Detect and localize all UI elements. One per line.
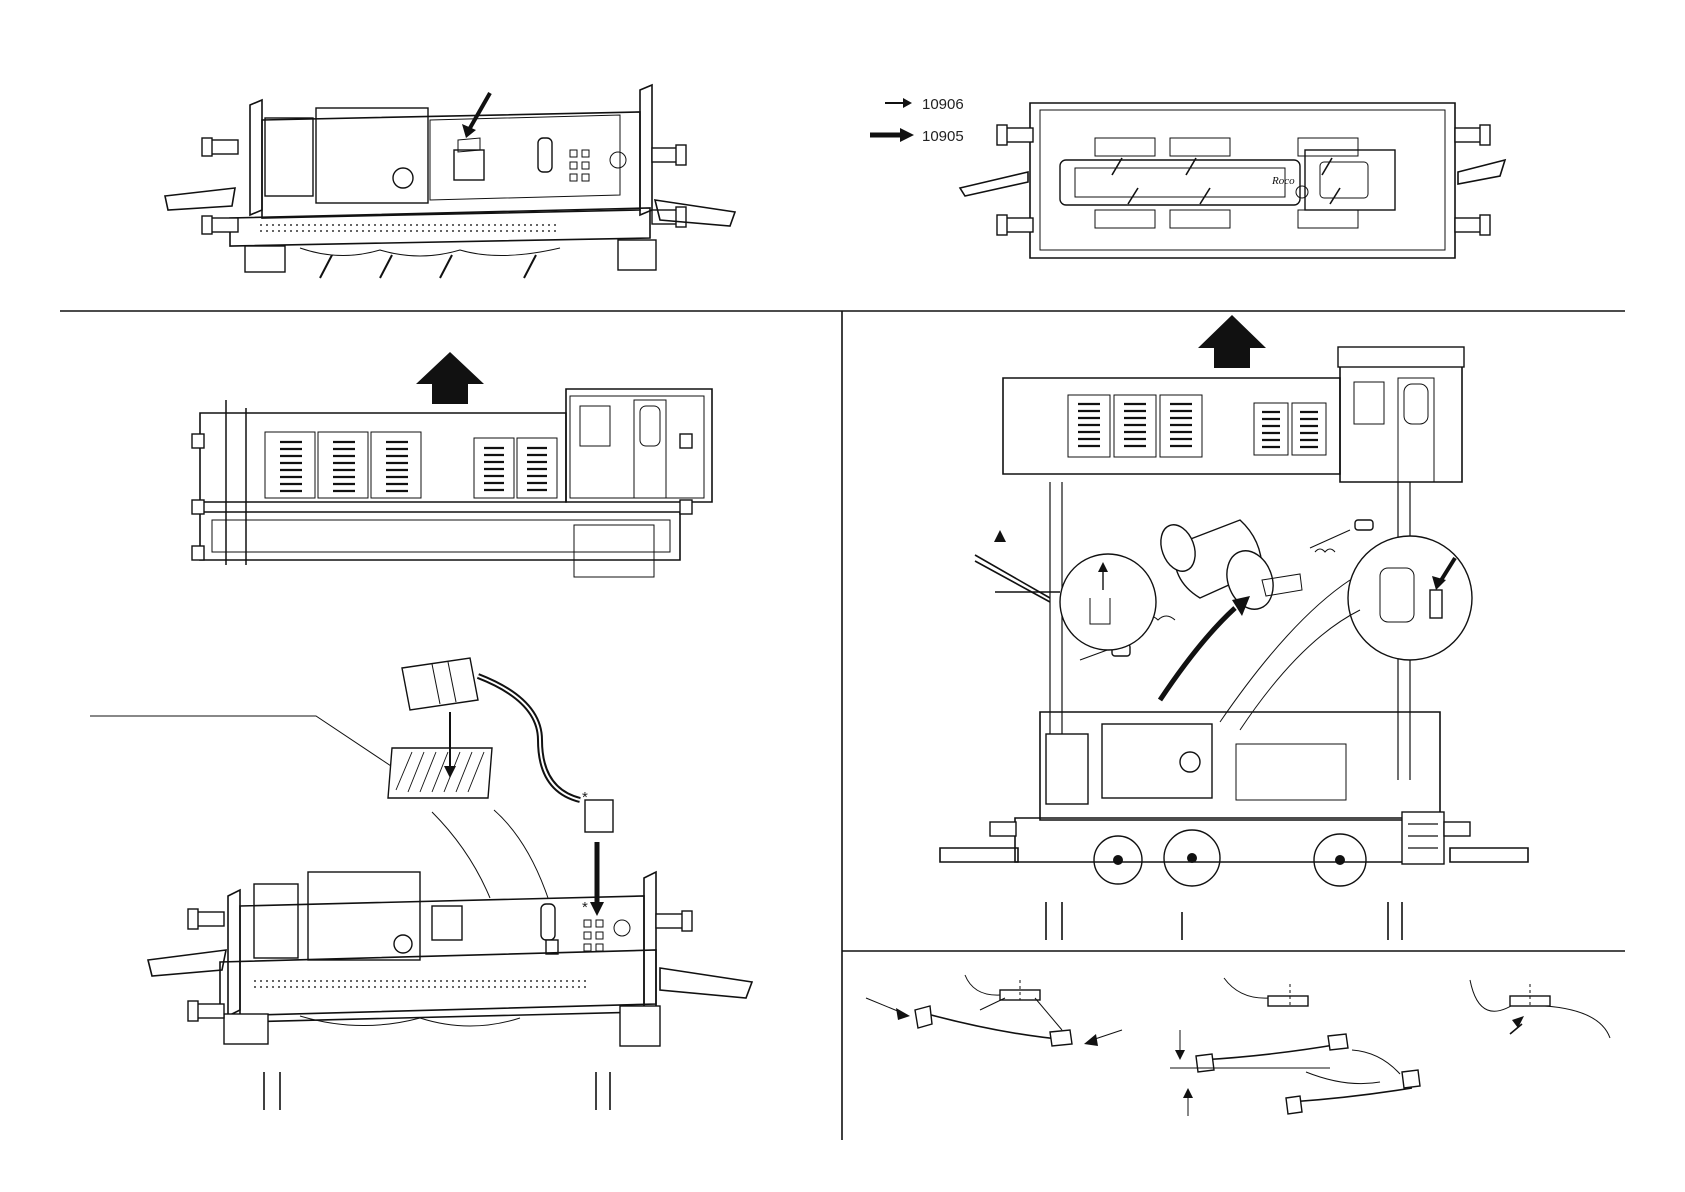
decoder-install-view: * * bbox=[90, 658, 752, 1110]
coupler-detail-1 bbox=[866, 975, 1122, 1046]
buffers-left bbox=[165, 138, 238, 234]
panel-dividers bbox=[60, 311, 1625, 1140]
screw-icon bbox=[264, 1072, 610, 1110]
asterisk-marker: * bbox=[582, 899, 588, 916]
legend: 10906 10905 bbox=[870, 96, 964, 145]
buffers-right bbox=[652, 145, 735, 227]
louvre-panels-right bbox=[1068, 395, 1326, 457]
thin-arrow-icon bbox=[903, 98, 912, 108]
legend-label-10906: 10906 bbox=[922, 96, 964, 113]
legend-item-10905: 10905 bbox=[870, 128, 964, 145]
contact-pads bbox=[584, 920, 603, 951]
lift-arrow-icon bbox=[416, 352, 484, 404]
coupler-detail-2 bbox=[1170, 978, 1420, 1116]
thick-arrow-icon bbox=[900, 128, 914, 142]
svg-text:Roco: Roco bbox=[1271, 175, 1295, 187]
body-shell-left bbox=[192, 352, 712, 577]
curved-arrow-icon bbox=[1160, 608, 1235, 700]
asterisk-marker: * bbox=[582, 789, 588, 806]
louvre-panels bbox=[265, 432, 557, 498]
chassis-side-view-top bbox=[165, 85, 735, 278]
thin-arrow-icon bbox=[320, 255, 536, 278]
coupler-detail-views bbox=[866, 975, 1610, 1116]
screw-icon bbox=[1046, 902, 1402, 940]
legend-label-10905: 10905 bbox=[922, 128, 964, 145]
lift-arrow-icon bbox=[1198, 315, 1266, 368]
wheels bbox=[1094, 830, 1366, 886]
contact-pads bbox=[570, 150, 589, 181]
coupler-detail-3 bbox=[1470, 980, 1610, 1038]
chassis-side-view-right bbox=[940, 712, 1528, 940]
legend-item-10906: 10906 bbox=[885, 96, 964, 113]
chassis-underside-view: Roco bbox=[960, 103, 1505, 258]
